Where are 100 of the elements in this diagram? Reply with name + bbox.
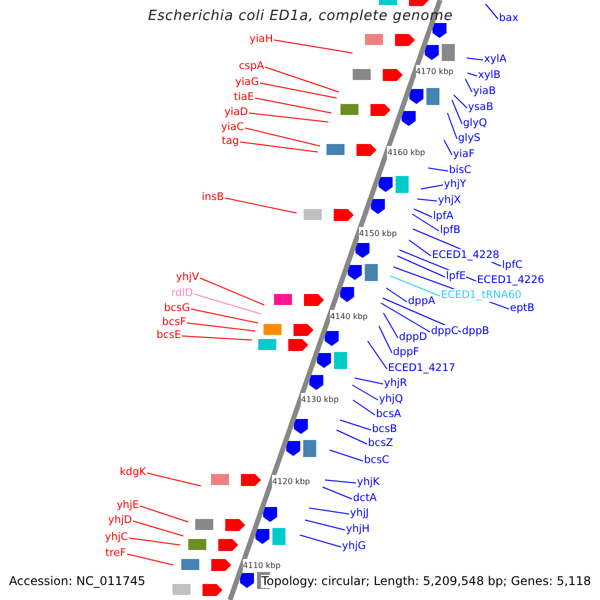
gene-label: lpfA xyxy=(433,210,454,223)
gene-label: cspA xyxy=(238,60,264,73)
leader-line xyxy=(367,340,388,370)
leader-line xyxy=(274,40,353,54)
leader-line xyxy=(466,58,484,60)
leader-line xyxy=(194,294,262,314)
gene-label: glyS xyxy=(458,132,480,145)
gene-label: ysaB xyxy=(468,101,494,114)
scale-tick-label: 4120 kbp xyxy=(272,475,310,488)
leader-line xyxy=(126,554,174,566)
gene-label: yhjH xyxy=(346,523,370,536)
leader-line xyxy=(444,140,452,156)
leader-line xyxy=(324,480,356,484)
gene-label: tag xyxy=(222,135,239,148)
gene-label: ECED1_4226 xyxy=(477,274,544,287)
gene-label: dppD xyxy=(399,331,428,344)
leader-line xyxy=(416,198,438,202)
gene-label: yhjJ xyxy=(350,507,369,520)
leader-line xyxy=(299,534,342,548)
gene-label: xylA xyxy=(484,53,507,66)
gene-label: yiaB xyxy=(473,85,496,98)
leader-line xyxy=(329,450,364,462)
leader-line xyxy=(378,326,392,354)
leader-line xyxy=(224,198,297,214)
gene-label: yiaD xyxy=(224,106,248,119)
leader-line xyxy=(420,184,444,190)
leader-line xyxy=(200,278,265,306)
scale-tick-label: 4140 kbp xyxy=(330,310,368,323)
gene-label: dppC xyxy=(431,325,458,338)
gene-label: yhjQ xyxy=(379,393,404,406)
gene-label: xylB xyxy=(478,69,501,82)
gene-label: lpfC xyxy=(502,259,523,272)
scale-tick-label: 4130 kbp xyxy=(301,393,339,406)
info-text: Accession: NC_011745 xyxy=(9,575,146,588)
leader-line xyxy=(128,538,181,546)
leader-line xyxy=(399,250,476,282)
leader-line xyxy=(140,506,189,522)
gene-label: yhjG xyxy=(342,540,366,553)
leader-line xyxy=(382,312,398,338)
gene-label: yiaF xyxy=(453,148,475,161)
scale-tick-label: 4160 kbp xyxy=(387,146,426,159)
leader-line xyxy=(336,430,368,444)
gene-label: ECED1_4228 xyxy=(432,249,500,262)
scale-tick-label: 4150 kbp xyxy=(359,227,397,240)
leader-line xyxy=(340,420,372,430)
leader-line xyxy=(354,378,384,384)
leader-line xyxy=(464,78,472,92)
leader-line xyxy=(352,384,378,400)
title: Escherichia coli ED1a, complete genome xyxy=(148,10,453,23)
gene-label: yhjX xyxy=(438,194,461,207)
gene-label: yiaC xyxy=(221,121,244,134)
leader-line xyxy=(248,112,329,122)
leader-line xyxy=(412,214,440,232)
info-text: Topology: circular; Length: 5,209,548 bp; Genes: 5,118 xyxy=(261,575,591,588)
leader-line xyxy=(396,256,446,278)
gene-label: yiaH xyxy=(250,33,273,46)
leader-line xyxy=(254,98,332,114)
gene-label: dppA xyxy=(408,295,436,308)
leader-line xyxy=(132,520,184,536)
leader-line xyxy=(352,400,376,416)
leader-line xyxy=(485,4,498,20)
leader-line xyxy=(186,322,256,332)
gene-label: yhjD xyxy=(108,514,132,527)
gene-label: yhjK xyxy=(357,476,380,489)
gene-label: lpfB xyxy=(440,224,460,237)
leader-line xyxy=(182,336,252,340)
gene-label: yhjY xyxy=(444,178,466,191)
gene-label: yhjC xyxy=(104,531,128,544)
leader-line xyxy=(244,128,320,146)
leader-line xyxy=(322,486,352,500)
leader-line xyxy=(190,308,258,324)
leader-line xyxy=(260,82,338,98)
leader-line xyxy=(264,66,340,92)
gene-label: dppB xyxy=(462,325,490,338)
gene-label: kdgK xyxy=(120,466,146,479)
scale-tick-label: 4110 kbp xyxy=(242,559,281,572)
gene-label: yhjV xyxy=(176,271,199,284)
leader-line xyxy=(390,276,440,296)
gene-label: eptB xyxy=(510,302,534,315)
leader-line xyxy=(446,112,458,140)
leader-line xyxy=(413,208,432,218)
leader-line xyxy=(146,472,202,486)
gene-label: glyQ xyxy=(463,117,488,130)
gene-label: ECED1_tRNA60 xyxy=(441,289,522,302)
gene-label: dppF xyxy=(393,346,420,359)
leader-line xyxy=(466,72,478,76)
gene-label: yhjE xyxy=(116,499,139,512)
gene-label: yiaG xyxy=(235,76,259,89)
leader-line xyxy=(453,94,468,108)
leader-line xyxy=(304,520,346,530)
scale-tick-label: 4170 kbp xyxy=(416,65,454,78)
leader-line xyxy=(240,142,318,152)
leader-line xyxy=(380,302,430,332)
gene-label: yhjR xyxy=(384,377,408,390)
leader-line xyxy=(452,100,462,124)
leader-line xyxy=(308,508,350,514)
leader-line xyxy=(428,168,448,172)
gene-label: ECED1_4217 xyxy=(388,362,456,375)
leader-line xyxy=(386,288,408,302)
leader-line xyxy=(408,240,432,256)
